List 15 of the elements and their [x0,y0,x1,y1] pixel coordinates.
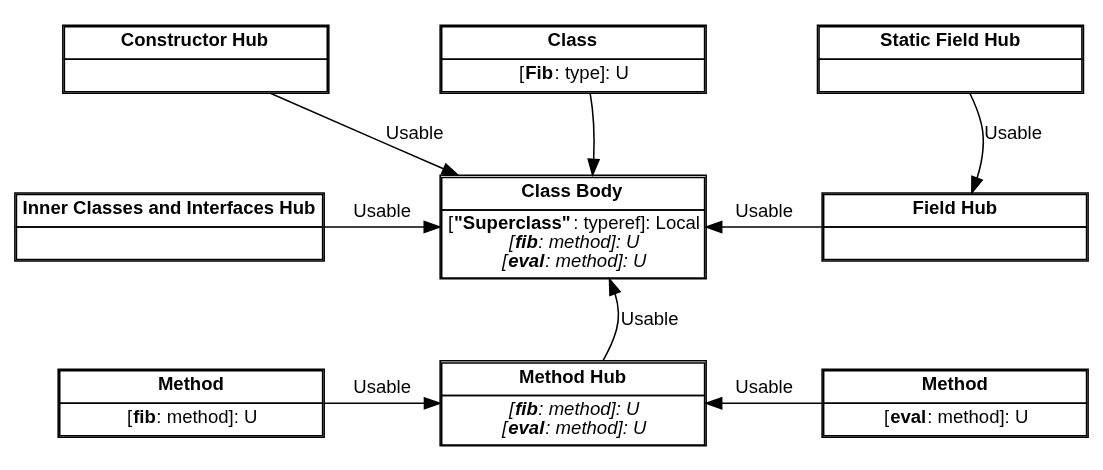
arrow [323,396,443,410]
edge-label: Usable [353,375,412,397]
edge-label: Usable [385,121,444,143]
edge-label: Usable [735,375,793,397]
edge-label: Usable [353,199,412,221]
arrow [602,276,622,361]
arrow [703,396,823,410]
arrow [269,92,461,176]
arrow [587,92,601,177]
edge-label: Usable [620,307,679,329]
arrow [703,220,823,233]
arrow [969,92,985,195]
edge-label: Usable [984,121,1042,143]
edge-label: Usable [735,199,793,221]
arrow [323,220,443,233]
